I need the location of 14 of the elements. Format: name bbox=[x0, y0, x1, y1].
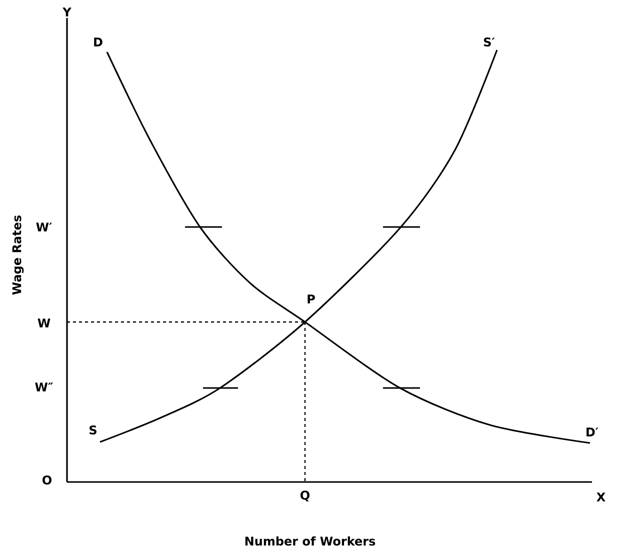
axis-label: Y bbox=[62, 8, 72, 16]
axis-label: Q bbox=[300, 490, 310, 502]
axis-title: Number of Workers bbox=[245, 536, 376, 546]
axis-label: W bbox=[38, 318, 50, 328]
axis-label: D bbox=[94, 38, 102, 46]
axis-label: W′ bbox=[36, 222, 52, 232]
axis-label: W″ bbox=[35, 382, 53, 392]
axis-label: O bbox=[42, 475, 52, 485]
axis-label: D′ bbox=[586, 428, 598, 436]
axis-title: Wage Rates bbox=[12, 215, 24, 295]
axis-label: S bbox=[90, 425, 96, 435]
axis-label: X bbox=[596, 492, 606, 502]
axis-label: S′ bbox=[484, 37, 495, 47]
axis-label: P bbox=[308, 294, 315, 304]
